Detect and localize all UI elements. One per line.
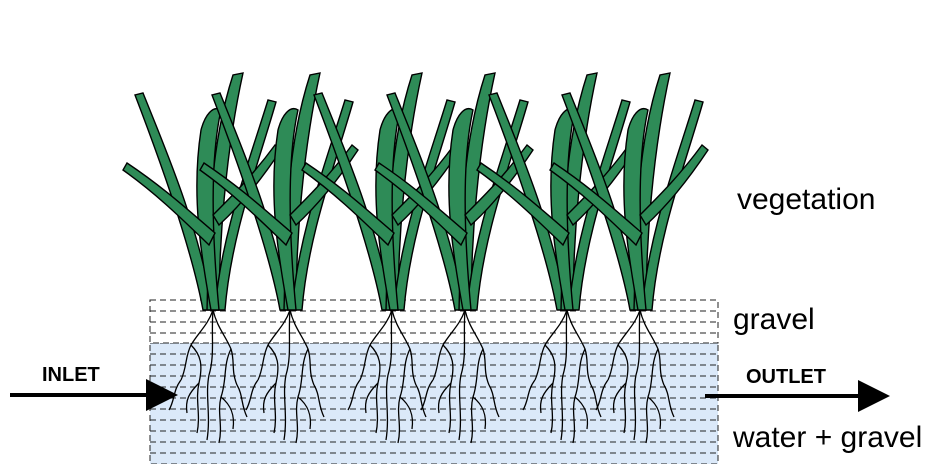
water-gravel-layer [150, 343, 718, 464]
outlet-label: OUTLET [746, 366, 826, 389]
inlet-label: INLET [42, 364, 100, 387]
gravel-label: gravel [733, 303, 815, 337]
water-gravel-label: water + gravel [733, 421, 922, 455]
vegetation-label: vegetation [737, 183, 875, 217]
